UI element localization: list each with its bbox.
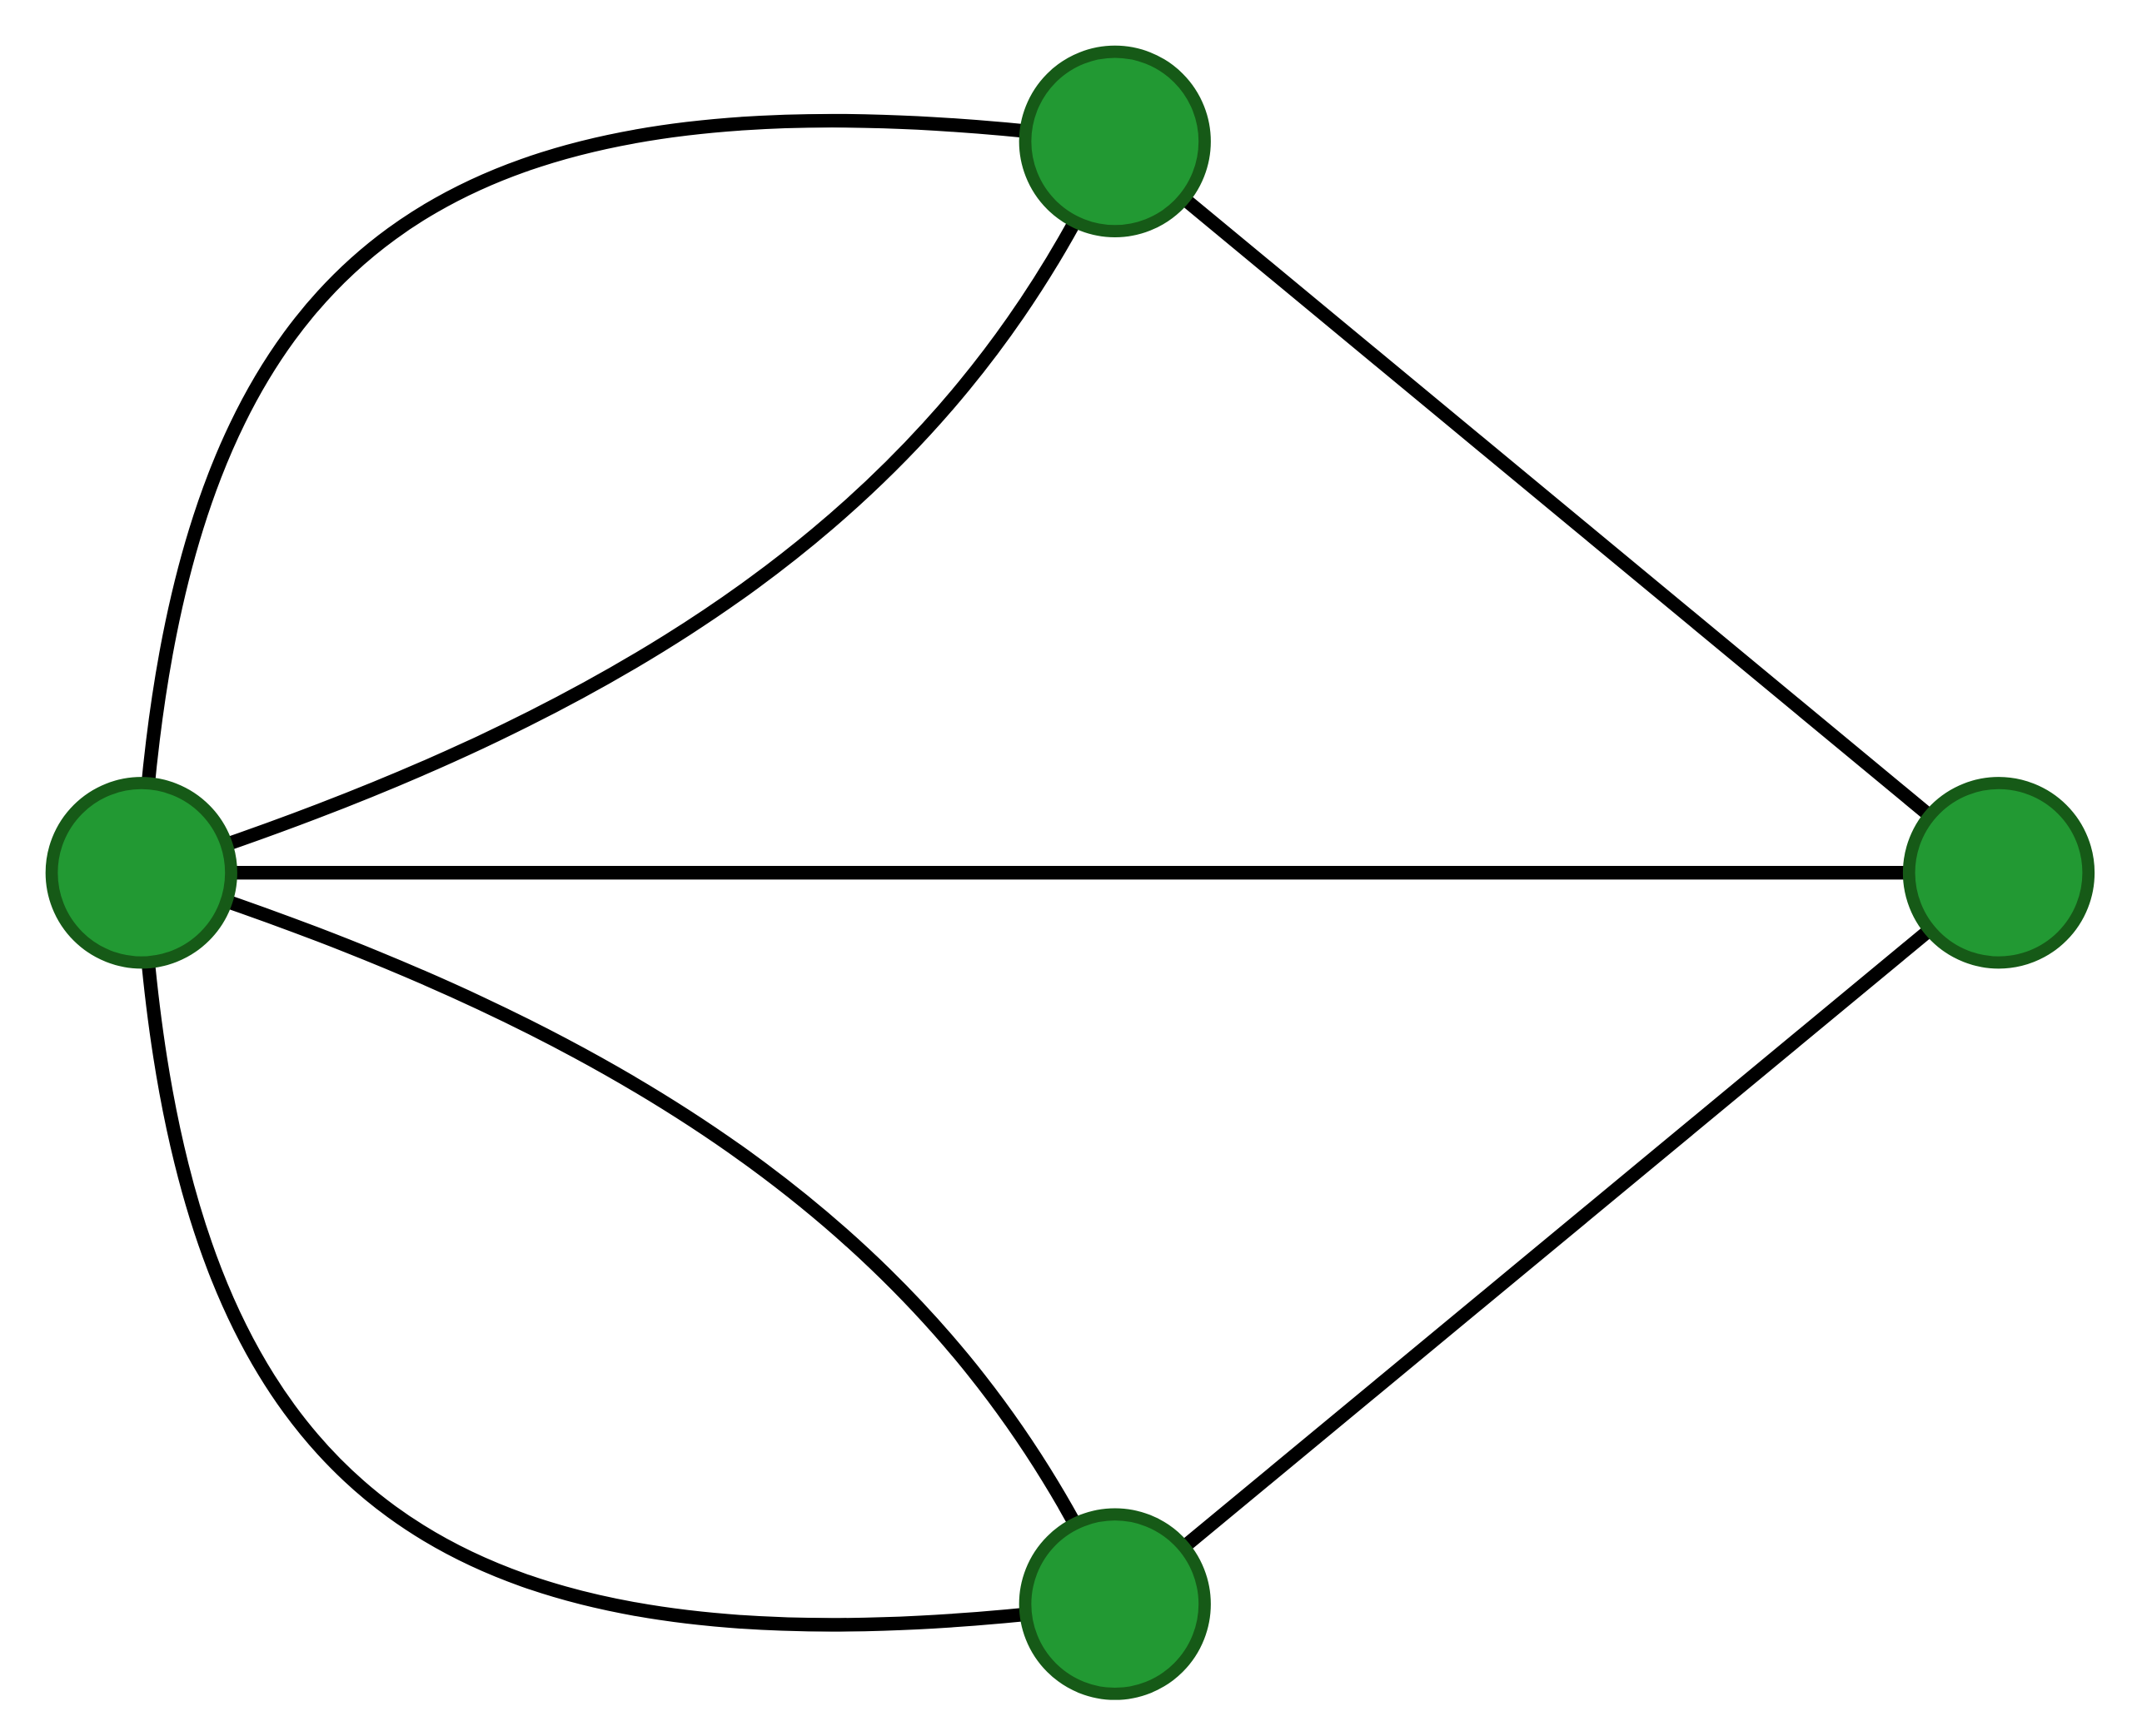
edges-layer: [134, 113, 2004, 1632]
edge-left-bottom-outer-curve: [134, 872, 1116, 1632]
edge-left-top-outer-curve: [134, 113, 1116, 873]
edge-bottom-right-straight: [1110, 867, 2004, 1609]
edge-left-top-inner-curve: [139, 138, 1122, 879]
edge-left-bottom-inner-curve: [139, 866, 1122, 1607]
nodes-layer: [45, 45, 2095, 1700]
node-right: [1902, 777, 2095, 969]
node-left: [45, 777, 237, 969]
node-top: [1019, 45, 1211, 237]
edge-top-right-straight: [1110, 136, 2004, 878]
node-bottom: [1019, 1508, 1211, 1700]
